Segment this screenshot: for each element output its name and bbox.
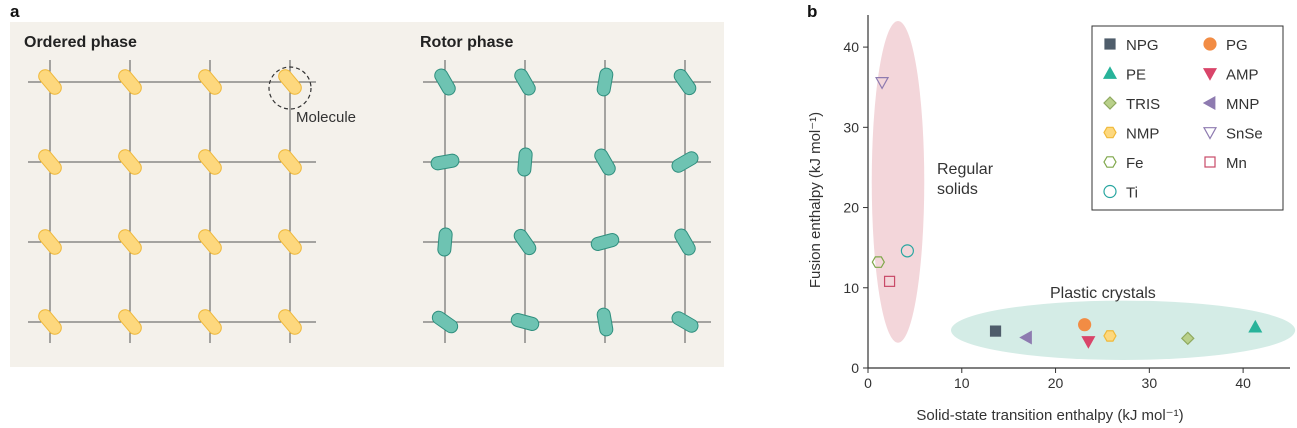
lattice-layer xyxy=(28,60,711,343)
point-pe xyxy=(1248,319,1263,333)
legend-marker-npg xyxy=(1104,38,1116,50)
legend-marker-pe xyxy=(1102,66,1118,79)
rotor-molecule-r3c1 xyxy=(437,227,453,257)
legend-label-amp: AMP xyxy=(1226,67,1259,84)
regular-solids-label-line2: solids xyxy=(937,181,978,198)
legend-label-nmp: NMP xyxy=(1126,126,1159,143)
regular-solids-label-line1: Regular xyxy=(937,161,994,178)
y-tick-label-10: 10 xyxy=(843,280,859,296)
rotor-molecule-r2c1 xyxy=(430,153,460,171)
legend-marker-fe xyxy=(1103,156,1117,168)
rotor-phase-title: Rotor phase xyxy=(420,34,514,51)
ordered-molecule-r4c3 xyxy=(198,309,222,335)
rotor-molecule-r3c3 xyxy=(590,233,620,251)
rotor-molecule-r2c4 xyxy=(671,151,699,173)
rotor-molecule-r4c1 xyxy=(431,310,459,334)
legend-label-pe: PE xyxy=(1126,67,1146,84)
legend-marker-amp xyxy=(1202,68,1218,81)
ordered-molecule-r1c4 xyxy=(278,69,302,95)
data-points xyxy=(871,76,1263,349)
legend-label-fe: Fe xyxy=(1126,155,1144,172)
point-tris xyxy=(1180,331,1195,346)
rotor-molecule-r1c3 xyxy=(596,67,614,97)
point-amp xyxy=(1081,336,1096,349)
x-tick-label-0: 0 xyxy=(864,375,872,391)
rotor-molecule-r4c2 xyxy=(510,313,540,331)
y-tick-label-30: 30 xyxy=(843,119,859,135)
y-tick-label-20: 20 xyxy=(843,200,859,216)
ordered-molecule-r3c1 xyxy=(38,229,62,255)
tick-layer: 0 10 20 30 40 0 10 20 30 40 xyxy=(843,39,1251,391)
point-mnp xyxy=(1019,330,1032,345)
ordered-molecule-r2c2 xyxy=(118,149,142,175)
x-tick-label-10: 10 xyxy=(954,375,970,391)
legend-label-tris: TRIS xyxy=(1126,96,1160,113)
molecule-label: Molecule xyxy=(296,109,356,126)
point-npg xyxy=(989,325,1002,337)
point-ti xyxy=(900,244,914,258)
legend-label-snse: SnSe xyxy=(1226,126,1263,143)
ordered-molecule-r1c2 xyxy=(118,69,142,95)
rotor-molecule-r4c3 xyxy=(596,307,614,337)
legend-label-mnp: MNP xyxy=(1226,96,1259,113)
molecule-dashed-circle xyxy=(268,66,312,110)
x-tick-label-40: 40 xyxy=(1235,375,1251,391)
rotor-molecule-r1c1 xyxy=(434,68,456,96)
x-axis-label: Solid-state transition enthalpy (kJ mol⁻… xyxy=(916,407,1183,424)
ordered-molecule-r2c3 xyxy=(198,149,222,175)
point-mn xyxy=(883,275,896,287)
ordered-molecule-r4c4 xyxy=(278,309,302,335)
y-tick-label-0: 0 xyxy=(851,360,859,376)
legend-marker-pg xyxy=(1203,37,1217,51)
legend-marker-nmp xyxy=(1103,126,1117,139)
regular-solids-region xyxy=(871,21,925,343)
point-snse xyxy=(875,76,890,90)
legend-marker-ti xyxy=(1103,184,1117,199)
ordered-molecule-r2c1 xyxy=(38,149,62,175)
ordered-molecule-r4c1 xyxy=(38,309,62,335)
ordered-molecule-r1c1 xyxy=(38,69,62,95)
ordered-molecule-r3c4 xyxy=(278,229,302,255)
legend-marker-mn xyxy=(1204,156,1216,168)
plastic-crystals-label: Plastic crystals xyxy=(1050,285,1156,302)
ordered-molecule-r1c3 xyxy=(198,69,222,95)
molecule-highlight: Molecule xyxy=(268,66,356,126)
legend-label-pg: PG xyxy=(1226,37,1248,54)
point-fe xyxy=(871,256,886,268)
legend-marker-tris xyxy=(1103,96,1117,110)
point-pg xyxy=(1078,318,1092,332)
legend-marker-snse xyxy=(1202,127,1218,140)
legend-box xyxy=(1091,25,1284,211)
legend-label-ti: Ti xyxy=(1126,185,1138,202)
rotor-molecule-r3c2 xyxy=(513,228,537,256)
panel-a-label: a xyxy=(10,2,20,21)
ordered-molecule-r2c4 xyxy=(278,149,302,175)
ordered-phase-title: Ordered phase xyxy=(24,34,137,51)
point-nmp xyxy=(1103,330,1117,342)
legend-label-mn: Mn xyxy=(1226,155,1247,172)
rotor-molecule-r2c3 xyxy=(594,148,616,176)
y-axis-label: Fusion enthalpy (kJ mol⁻¹) xyxy=(807,112,824,288)
rotor-molecule-r3c4 xyxy=(674,228,696,256)
ordered-molecule-r3c2 xyxy=(118,229,142,255)
ordered-molecule-r4c2 xyxy=(118,309,142,335)
chart-axes xyxy=(867,15,1290,369)
ordered-molecule-r3c3 xyxy=(198,229,222,255)
y-tick-label-40: 40 xyxy=(843,39,859,55)
x-tick-label-20: 20 xyxy=(1048,375,1064,391)
rotor-molecule-r4c4 xyxy=(671,311,699,333)
panel-b-label: b xyxy=(807,2,818,21)
rotor-molecule-r1c4 xyxy=(673,68,697,96)
rotor-molecule-r2c2 xyxy=(517,147,533,177)
rotor-molecule-r1c2 xyxy=(514,68,536,96)
legend-marker-mnp xyxy=(1202,95,1216,111)
plastic-crystals-region xyxy=(950,300,1296,360)
x-tick-label-30: 30 xyxy=(1142,375,1158,391)
legend-label-npg: NPG xyxy=(1126,37,1159,54)
